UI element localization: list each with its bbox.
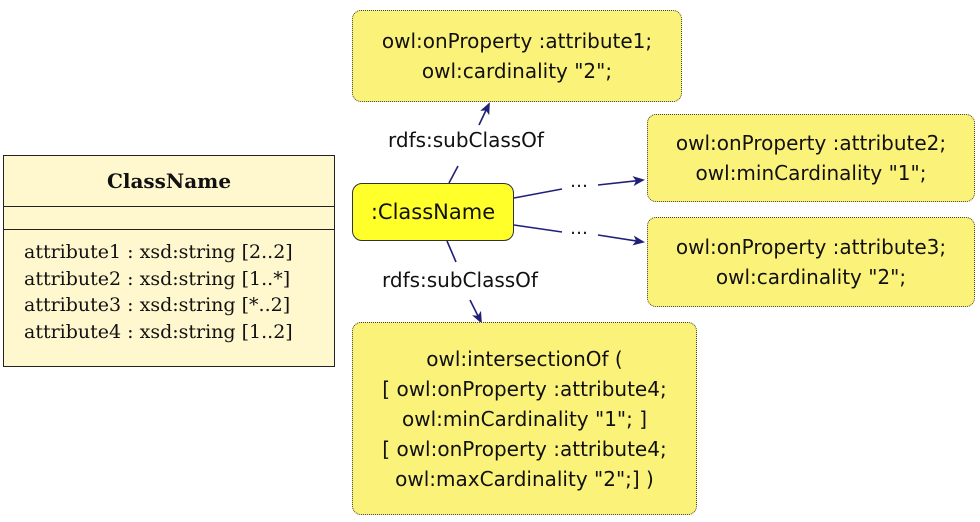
uml-attributes-compartment: attribute1 : xsd:string [2..2] attribute… <box>4 230 334 345</box>
edge-label-top: rdfs:subClassOf <box>388 128 544 152</box>
box-line: owl:cardinality "2"; <box>421 59 613 83</box>
box-line: owl:onProperty :attribute1; <box>381 29 653 53</box>
uml-attribute: attribute4 : xsd:string [1..2] <box>24 320 293 343</box>
box-line: [ owl:onProperty :attribute4; <box>382 376 667 401</box>
edge-top-upper <box>478 102 490 126</box>
edge-ellipsis-1: … <box>570 171 588 192</box>
edge-right2-a <box>513 224 563 233</box>
box-line: owl:maxCardinality "2";] ) <box>395 466 654 491</box>
box-line: owl:minCardinality "1"; ] <box>401 406 648 431</box>
uml-attribute: attribute2 : xsd:string [1..*] <box>24 267 291 290</box>
center-class-label: :ClassName <box>370 200 496 224</box>
uml-class-box: ClassName attribute1 : xsd:string [2..2]… <box>3 155 335 367</box>
edge-top-lower <box>448 165 459 184</box>
uml-attribute: attribute1 : xsd:string [2..2] <box>24 241 293 263</box>
box-line: owl:onProperty :attribute3; <box>675 235 947 259</box>
uml-attribute: attribute3 : xsd:string [*..2] <box>24 294 291 316</box>
box-line: owl:minCardinality "1"; <box>695 161 927 185</box>
restriction-box-attribute3: owl:onProperty :attribute3; owl:cardinal… <box>647 217 975 307</box>
center-class-node: :ClassName <box>352 183 514 241</box>
restriction-box-attribute1: owl:onProperty :attribute1; owl:cardinal… <box>352 10 682 102</box>
box-line: [ owl:onProperty :attribute4; <box>382 436 667 461</box>
edge-right1-a <box>513 188 563 199</box>
edge-bottom-lower <box>469 299 482 324</box>
edge-label-bottom: rdfs:subClassOf <box>382 268 538 292</box>
edge-right1-b <box>597 176 645 187</box>
restriction-box-attribute4: owl:intersectionOf ( [ owl:onProperty :a… <box>352 322 697 515</box>
box-line: owl:intersectionOf ( <box>426 346 623 371</box>
edge-bottom-upper <box>446 240 457 263</box>
edge-ellipsis-2: … <box>570 218 588 239</box>
box-line: owl:cardinality "2"; <box>715 265 907 289</box>
box-line: owl:onProperty :attribute2; <box>675 131 947 155</box>
uml-class-name: ClassName <box>4 156 334 207</box>
uml-operations-compartment <box>4 207 334 230</box>
restriction-box-attribute2: owl:onProperty :attribute2; owl:minCardi… <box>647 114 975 202</box>
edge-right2-b <box>597 234 645 246</box>
